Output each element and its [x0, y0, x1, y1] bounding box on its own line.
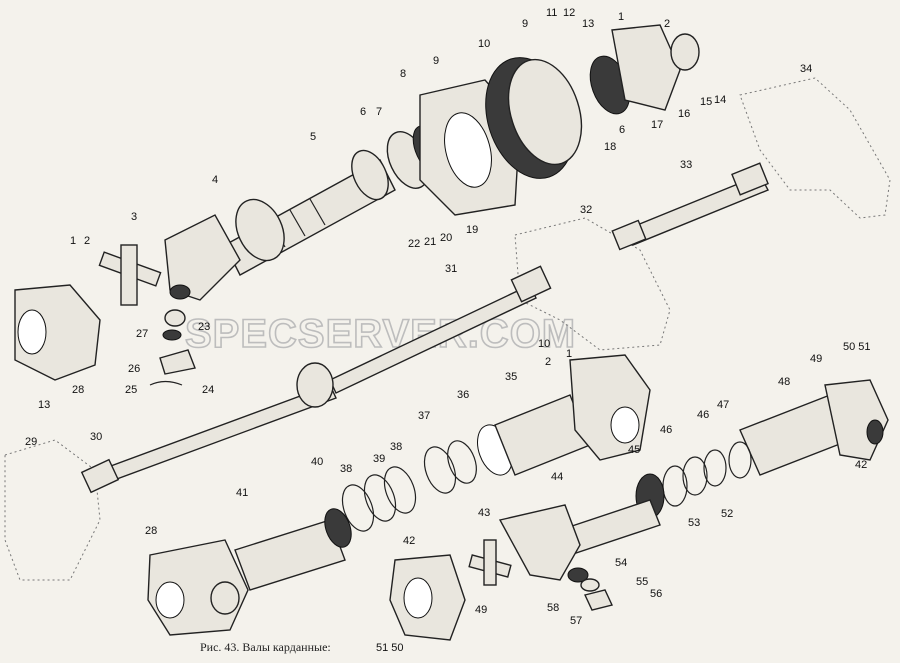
label: 35: [505, 371, 517, 383]
watermark: SPECSERVER.COM: [185, 312, 576, 356]
label: 34: [800, 63, 812, 75]
label: 20: [440, 232, 452, 244]
lower-retainer-parts: [567, 567, 613, 611]
label: 14: [714, 94, 726, 106]
label: 36: [457, 389, 469, 401]
label: 37: [418, 410, 430, 422]
label: 5: [310, 131, 316, 143]
label: 1: [618, 11, 624, 23]
label: 19: [466, 224, 478, 236]
axle-housing-outline: [739, 77, 891, 219]
label: 1: [566, 348, 572, 360]
yoke-4: [164, 198, 285, 301]
label: 40: [311, 456, 323, 468]
sliding-yoke-35: [477, 354, 651, 476]
label: 16: [678, 108, 690, 120]
label: 45: [628, 444, 640, 456]
label: 47: [717, 399, 729, 411]
label: 31: [445, 263, 457, 275]
label: 21: [424, 236, 436, 248]
label: 28: [72, 384, 84, 396]
label: 43: [478, 507, 490, 519]
label: 38: [390, 441, 402, 453]
lower-splined-shaft-45: [498, 499, 661, 581]
label: 49: [475, 604, 487, 616]
label: 58: [547, 602, 559, 614]
label: 39: [373, 453, 385, 465]
label: 54: [615, 557, 627, 569]
label: 22: [408, 238, 420, 250]
label: 9: [522, 18, 528, 30]
label: 7: [376, 106, 382, 118]
gearbox-outline: [4, 439, 101, 581]
label: 32: [580, 204, 592, 216]
label: 50 51: [843, 341, 871, 353]
label: 6: [619, 124, 625, 136]
label: 10: [478, 38, 490, 50]
small-retainer-parts: [149, 309, 196, 386]
label: 2: [84, 235, 90, 247]
label: 18: [604, 141, 616, 153]
label: 38: [340, 463, 352, 475]
label: 23: [198, 321, 210, 333]
label: 49: [810, 353, 822, 365]
label: 24: [202, 384, 214, 396]
part-labels: 1 2 11 12 13 9 10 9 8 15 14 16 17 34 6 7…: [25, 7, 871, 654]
label: 57: [570, 615, 582, 627]
label: 11: [546, 7, 557, 19]
label: 13: [38, 399, 50, 411]
label: 28: [145, 525, 157, 537]
figure-caption: Рис. 43. Валы карданные:: [200, 640, 331, 654]
label: 2: [545, 356, 551, 368]
universal-joint-cross-3: [98, 244, 162, 306]
label: 48: [778, 376, 790, 388]
label: 10: [538, 338, 550, 350]
lower-flange-yoke-42: [389, 539, 512, 641]
label: 25: [125, 384, 137, 396]
label: 44: [551, 471, 563, 483]
label: 33: [680, 159, 692, 171]
label: 26: [128, 363, 140, 375]
label: 27: [136, 328, 148, 340]
label: 9: [433, 55, 439, 67]
label: 51 50: [376, 642, 404, 654]
label: 29: [25, 436, 37, 448]
label: 3: [131, 211, 137, 223]
label: 55: [636, 576, 648, 588]
label: 8: [400, 68, 406, 80]
clutch-drum-10: [485, 57, 583, 179]
label: 41: [236, 487, 248, 499]
label: 13: [582, 18, 594, 30]
label: 30: [90, 431, 102, 443]
left-flange-yoke: [14, 284, 101, 381]
label: 56: [650, 588, 662, 600]
label: 12: [563, 7, 575, 19]
label: 42: [855, 459, 867, 471]
label: 42: [403, 535, 415, 547]
lower-left-shaft-41: [147, 508, 352, 636]
bearing-housing-upper-right: [589, 24, 700, 115]
label: 17: [651, 119, 663, 131]
label: 1: [70, 235, 76, 247]
right-splined-shaft-48: [739, 379, 889, 476]
label: 52: [721, 508, 733, 520]
label: 6: [360, 106, 366, 118]
label: 2: [664, 18, 670, 30]
label: 53: [688, 517, 700, 529]
label: 46: [660, 424, 672, 436]
label: 4: [212, 174, 218, 186]
propeller-shaft-33: [611, 162, 769, 251]
label: 46: [697, 409, 709, 421]
long-propeller-shaft-30: [80, 265, 552, 494]
seal-rings-middle: [341, 440, 477, 532]
label: 15: [700, 96, 712, 108]
